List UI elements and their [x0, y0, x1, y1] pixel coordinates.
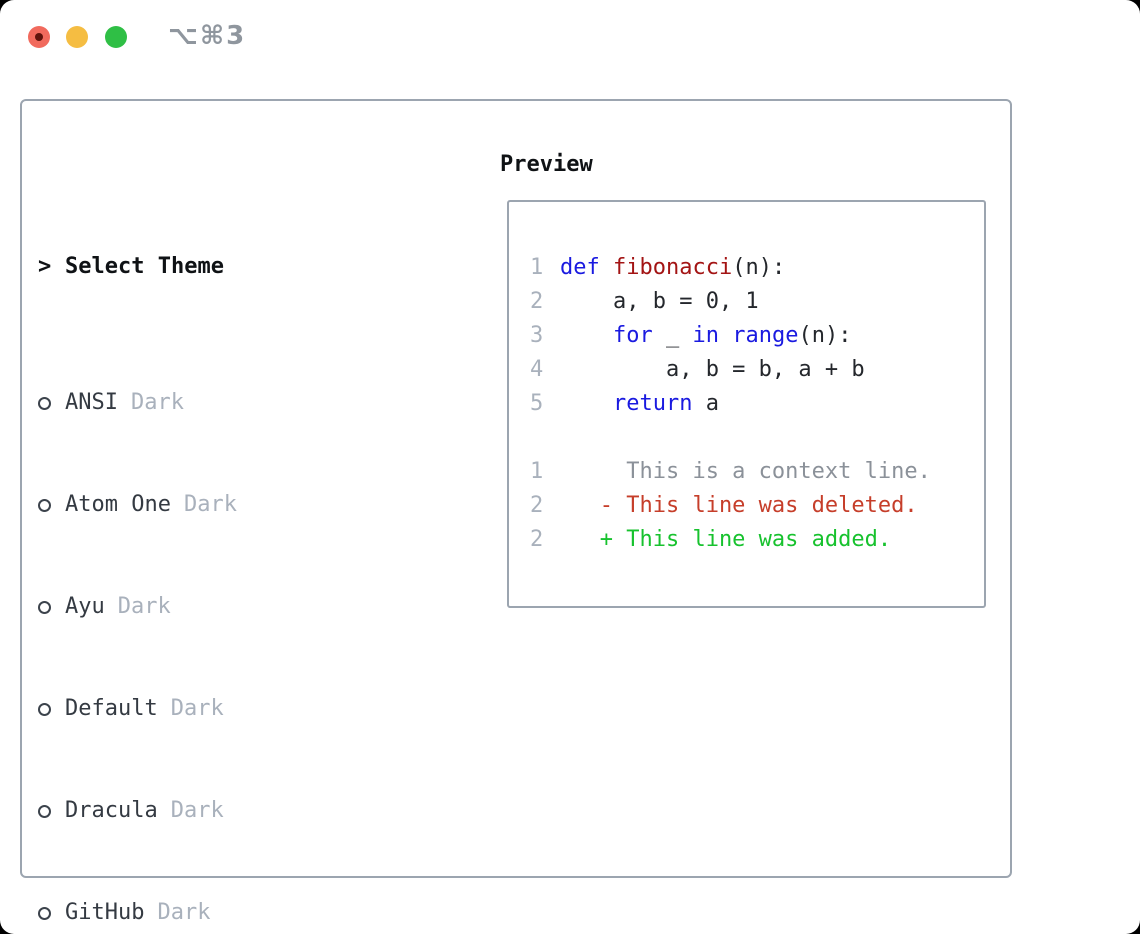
- blank-line: [530, 421, 984, 455]
- theme-option-atom-one-dark[interactable]: Atom One Dark: [38, 488, 409, 522]
- radio-circle-icon: [38, 906, 65, 920]
- theme-option-github-dark[interactable]: GitHub Dark: [38, 896, 409, 930]
- diff-deleted-line: 2 - This line was deleted.: [530, 489, 984, 523]
- close-dot-icon: [35, 33, 43, 41]
- theme-variant: Dark: [117, 594, 171, 619]
- code-line: 4 a, b = b, a + b: [530, 353, 984, 387]
- diff-context-line: 1 This is a context line.: [530, 455, 984, 489]
- minimize-button[interactable]: [66, 26, 88, 48]
- theme-variant: Dark: [130, 390, 184, 415]
- radio-circle-icon: [38, 804, 65, 818]
- theme-variant: Dark: [157, 900, 211, 925]
- code-line: 5 return a: [530, 387, 984, 421]
- theme-variant: Dark: [183, 492, 237, 517]
- line-number: 4: [530, 357, 544, 382]
- radio-circle-icon: [38, 600, 65, 614]
- window-shortcut-label: ⌥⌘3: [168, 21, 247, 51]
- line-number: 1: [530, 459, 544, 484]
- theme-name: Ayu: [65, 594, 105, 619]
- theme-variant: Dark: [170, 696, 224, 721]
- theme-variant: Dark: [170, 798, 224, 823]
- code-line: 2 a, b = 0, 1: [530, 285, 984, 319]
- diff-added-line: 2 + This line was added.: [530, 523, 984, 557]
- radio-circle-icon: [38, 498, 65, 512]
- theme-name: Default: [65, 696, 158, 721]
- theme-list-header: > Select Theme: [38, 250, 409, 284]
- line-number: 2: [530, 289, 544, 314]
- theme-list: > Select Theme ANSI Dark Atom One Dark A…: [38, 148, 409, 934]
- radio-circle-icon: [38, 702, 65, 716]
- line-number: 1: [530, 255, 544, 280]
- theme-name: Dracula: [65, 798, 158, 823]
- zoom-button[interactable]: [105, 26, 127, 48]
- theme-option-ayu-dark[interactable]: Ayu Dark: [38, 590, 409, 624]
- focus-caret-icon: >: [38, 254, 52, 279]
- line-number: 2: [530, 527, 544, 552]
- code-line: 3 for _ in range(n):: [530, 319, 984, 353]
- line-number: 2: [530, 493, 544, 518]
- theme-selector-panel: [20, 99, 1012, 878]
- theme-name: ANSI: [65, 390, 118, 415]
- theme-name: Atom One: [65, 492, 171, 517]
- close-button[interactable]: [28, 26, 50, 48]
- theme-option-dracula-dark[interactable]: Dracula Dark: [38, 794, 409, 828]
- theme-list-title: Select Theme: [65, 254, 224, 279]
- line-number: 5: [530, 391, 544, 416]
- theme-name: GitHub: [65, 900, 145, 925]
- radio-circle-icon: [38, 396, 65, 410]
- preview-title: Preview: [500, 152, 593, 177]
- theme-option-ansi-dark[interactable]: ANSI Dark: [38, 386, 409, 420]
- line-number: 3: [530, 323, 544, 348]
- theme-option-default-dark[interactable]: Default Dark: [38, 692, 409, 726]
